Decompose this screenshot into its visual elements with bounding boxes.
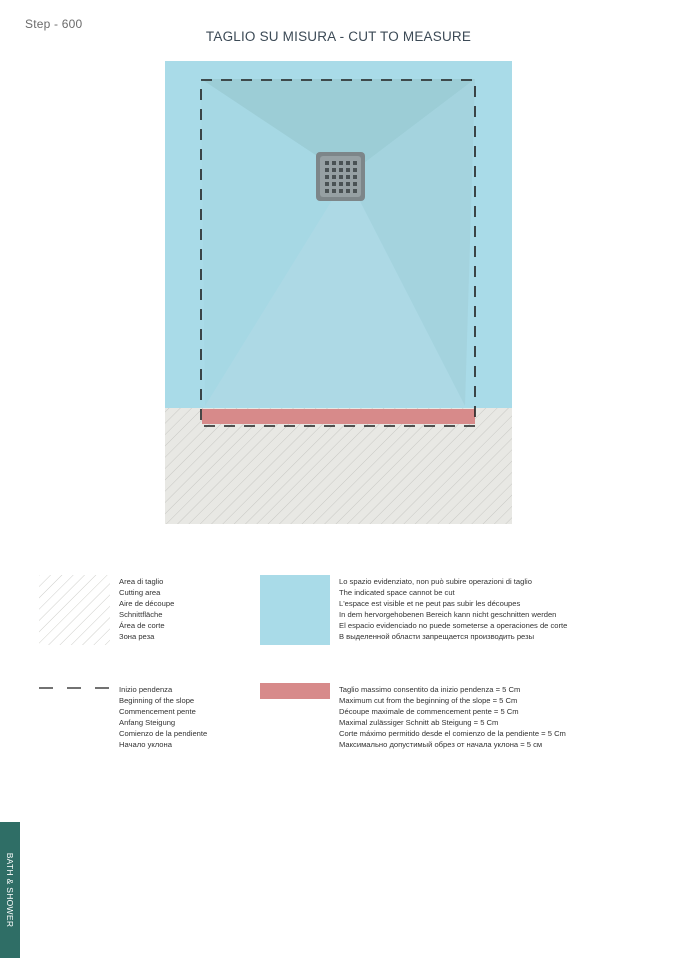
legend-line: Начало уклона xyxy=(119,740,172,749)
blue-area-swatch xyxy=(260,575,330,645)
legend-line: Maximum cut from the beginning of the sl… xyxy=(339,696,518,705)
legend-line: Taglio massimo consentito da inizio pend… xyxy=(339,685,521,694)
legend-line: Beginning of the slope xyxy=(119,696,195,705)
hatched-area-swatch xyxy=(39,575,110,645)
legend-line: Área de corte xyxy=(119,621,165,630)
legend-line: El espacio evidenciado no puede someters… xyxy=(339,621,568,630)
page-title: TAGLIO SU MISURA - CUT TO MEASURE xyxy=(205,29,472,44)
legend-line: В выделенной области запрещается произво… xyxy=(339,632,535,641)
legend-line: Corte máximo permitido desde el comienzo… xyxy=(339,729,566,738)
slope-start-outline xyxy=(200,79,476,427)
tray-slope-top xyxy=(201,79,475,176)
drain-grate-icon xyxy=(316,152,365,201)
legend-line: Découpe maximale de commencement pente =… xyxy=(339,707,519,716)
section-side-tab-label: BATH & SHOWER xyxy=(5,852,15,928)
cutting-area-hatch xyxy=(165,408,512,524)
legend-line: Commencement pente xyxy=(119,707,196,716)
legend-line: Maximal zulässiger Schnitt ab Steigung =… xyxy=(339,718,499,727)
slope-start-legend: Inizio pendenza Beginning of the slope C… xyxy=(119,684,207,750)
no-cut-area-legend: Lo spazio evidenziato, non può subire op… xyxy=(339,576,567,642)
section-side-tab xyxy=(0,822,20,958)
legend-line: Anfang Steigung xyxy=(119,718,176,727)
legend-line: Cutting area xyxy=(119,588,161,597)
legend-line: Aire de découpe xyxy=(119,599,175,608)
legend-line: In dem hervorgehobenen Bereich kann nich… xyxy=(339,610,557,619)
legend-line: Максимально допустимый обрез от начала у… xyxy=(339,740,543,749)
shower-tray-diagram xyxy=(165,61,512,524)
legend-line: Comienzo de la pendiente xyxy=(119,729,208,738)
cutting-area-legend: Area di taglio Cutting area Aire de déco… xyxy=(119,576,174,642)
legend-line: Inizio pendenza xyxy=(119,685,173,694)
tray-slope-bottom xyxy=(205,176,465,406)
legend-line: Lo spazio evidenziato, non può subire op… xyxy=(339,577,532,586)
dashed-line-swatch xyxy=(39,678,110,689)
max-cut-legend: Taglio massimo consentito da inizio pend… xyxy=(339,684,566,750)
legend-line: Зона реза xyxy=(119,632,155,641)
tray-slope-right xyxy=(347,79,475,406)
red-strip-swatch xyxy=(260,683,330,699)
legend-line: Schnittfläche xyxy=(119,610,163,619)
legend-line: The indicated space cannot be cut xyxy=(339,588,455,597)
tray-slope-left xyxy=(201,79,347,406)
max-cut-strip xyxy=(202,409,475,424)
step-label: Step - 600 xyxy=(25,17,83,31)
legend-line: L'espace est visible et ne peut pas subi… xyxy=(339,599,521,608)
legend-line: Area di taglio xyxy=(119,577,164,586)
